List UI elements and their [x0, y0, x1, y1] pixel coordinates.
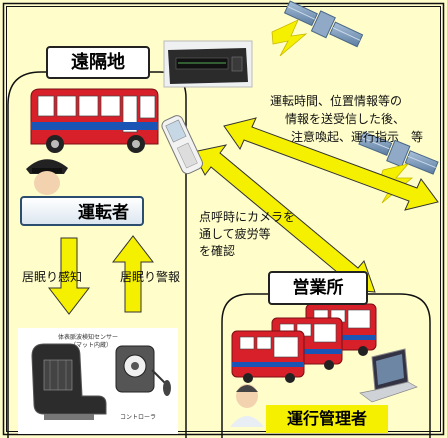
drowsiness-detect-text: 居眠り感知	[22, 270, 83, 284]
operations-manager-label: 運行管理者	[266, 405, 388, 433]
office-label: 営業所	[268, 271, 368, 305]
rollcall-text-1: 点呼時にカメラを	[199, 210, 296, 224]
data-exchange-text-2: 情報を送受信した後、	[285, 112, 406, 126]
rollcall-arrow	[192, 144, 376, 293]
rollcall-text-2: 通して疲労等	[199, 227, 271, 241]
bus-icon	[231, 330, 305, 383]
bus-icon	[30, 88, 159, 153]
drowsiness-warning-arrow	[111, 235, 155, 313]
sensor-title: 体表脈波検知センサー	[58, 334, 119, 341]
sensor-subtitle: （マット内蔵）	[70, 342, 113, 349]
satellite-icon	[358, 131, 439, 175]
data-exchange-text-3: 注意喚起、運行指示 等	[291, 130, 424, 144]
remote-site-label: 遠隔地	[46, 46, 150, 79]
rollcall-text-3: を確認	[199, 244, 236, 258]
driver-label: 運転者	[20, 196, 144, 226]
device-panel	[18, 328, 178, 434]
driver-label-text: 運転者	[78, 203, 129, 223]
manager-person-icon	[230, 384, 264, 427]
controller-icon	[115, 345, 171, 396]
seat-sensor-icon	[31, 343, 107, 420]
drowsiness-detect-arrow	[47, 237, 91, 315]
lightning-icon	[271, 19, 308, 57]
drowsiness-warning-text: 居眠り警報	[120, 270, 181, 284]
mobile-phone-icon	[161, 115, 203, 175]
controller-caption: コントローラ	[120, 414, 157, 421]
data-exchange-text-1: 運転時間、位置情報等の	[270, 94, 403, 108]
laptop-icon	[359, 348, 418, 403]
satellite-icon	[283, 0, 364, 48]
onboard-terminal-icon	[163, 40, 253, 88]
data-exchange-arrow	[223, 117, 439, 211]
